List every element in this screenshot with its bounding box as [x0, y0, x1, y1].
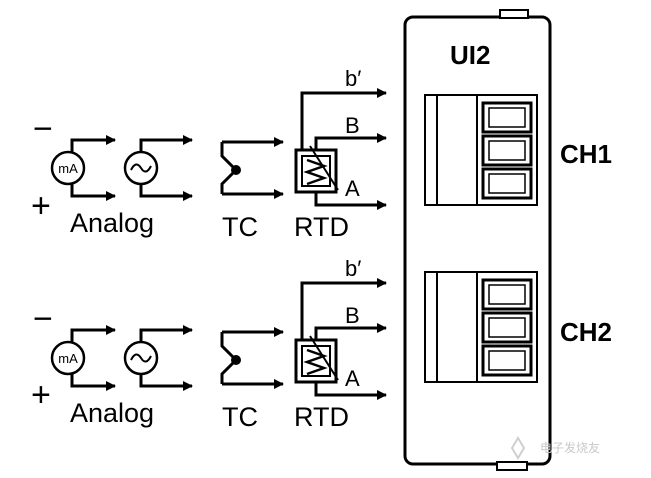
- module-title: UI2: [450, 40, 490, 70]
- ch2-b-prime-label: b′: [345, 256, 361, 281]
- ch1-b-prime-label: b′: [345, 66, 361, 91]
- ch2-ac-source-icon: [123, 325, 193, 391]
- ch2-wiring: − + mA Analog TC: [31, 256, 387, 432]
- ch1-rtd-label: RTD: [294, 212, 349, 242]
- ch2-b-label: B: [345, 303, 360, 328]
- ch2-rtd-label: RTD: [294, 402, 349, 432]
- ch2-terminal-block: [423, 270, 539, 384]
- ch1-meter-symbol: mA: [58, 161, 78, 176]
- ch1-minus-sign: −: [33, 110, 53, 148]
- ch1-tc-label: TC: [222, 212, 258, 242]
- ch1-plus-sign: +: [31, 187, 51, 225]
- ch1-terminal-block: [423, 93, 539, 207]
- ch1-a-label: A: [345, 176, 360, 201]
- watermark: 电子发烧友: [510, 436, 600, 460]
- ch2-minus-sign: −: [33, 300, 53, 338]
- watermark-text: 电子发烧友: [540, 440, 600, 455]
- ch1-wiring: − + mA Analog TC: [31, 66, 387, 242]
- ch2-thermocouple-icon: [220, 327, 284, 389]
- ch1-thermocouple-icon: [220, 137, 284, 199]
- ch2-plus-sign: +: [31, 376, 51, 414]
- ch2-label: CH2: [560, 317, 612, 347]
- ch1-b-label: B: [345, 113, 360, 138]
- ch1-analog-label: Analog: [70, 208, 154, 238]
- ch2-meter-symbol: mA: [58, 351, 78, 366]
- ch1-ac-source-icon: [123, 135, 193, 201]
- ch2-rtd-icon: [294, 278, 387, 400]
- ch1-rtd-icon: [294, 88, 387, 210]
- ch1-ma-meter-icon: mA: [50, 135, 116, 201]
- ch2-analog-label: Analog: [70, 398, 154, 428]
- ch2-tc-label: TC: [222, 402, 258, 432]
- ch2-a-label: A: [345, 366, 360, 391]
- module-housing: [403, 9, 552, 471]
- ch2-ma-meter-icon: mA: [50, 325, 116, 391]
- ch1-label: CH1: [560, 139, 612, 169]
